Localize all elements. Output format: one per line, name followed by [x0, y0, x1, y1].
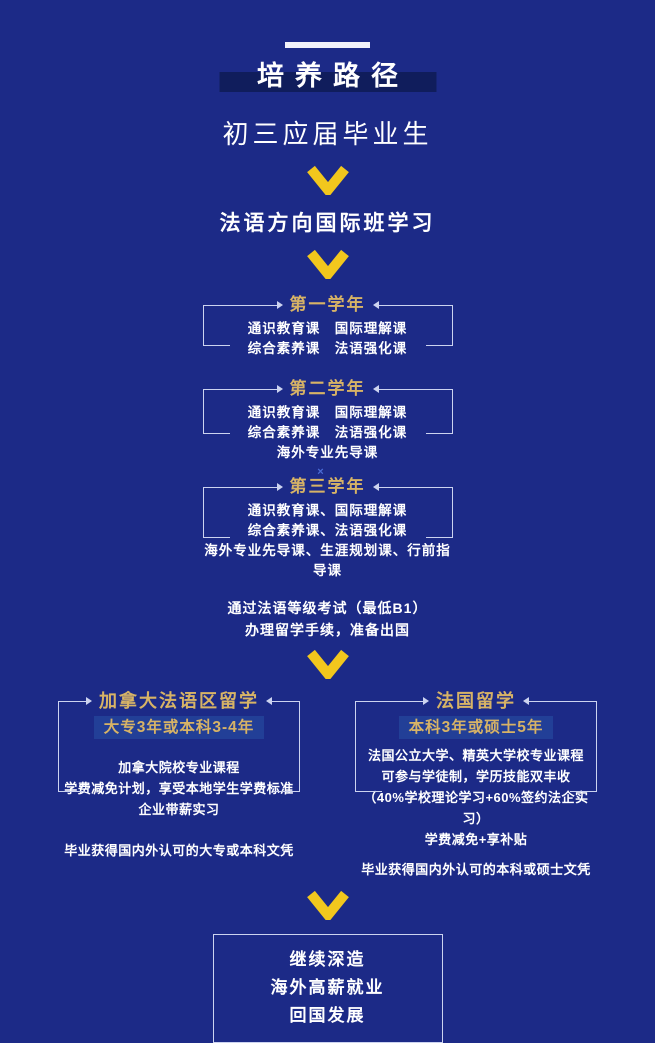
bracket-line	[378, 304, 453, 306]
arrowhead-left-icon	[372, 483, 379, 492]
destinations-row: 加拿大法语区留学 大专3年或本科3-4年 加拿大院校专业课程 学费减免计划，享受…	[0, 691, 655, 880]
course-line: 通识教育课 国际理解课	[247, 321, 408, 337]
final-outcome-line: 继续深造	[289, 950, 366, 970]
arrowhead-left-icon	[523, 697, 529, 706]
france-details: 法国公立大学、精英大学校专业课程 可参与学徒制，学历技能双丰收 （40%学校理论…	[355, 745, 597, 850]
course-line: 综合素养课 法语强化课	[247, 341, 408, 357]
year-2-courses: 通识教育课 国际理解课 综合素养课 法语强化课 海外专业先导课	[203, 403, 453, 463]
page-title: 培养路径	[257, 61, 409, 91]
canada-details: 加拿大院校专业课程 学费减免计划，享受本地学生学费标准 企业带薪实习	[58, 745, 300, 831]
flow-node-intl-class: 法语方向国际班学习	[219, 212, 436, 236]
course-line: 综合素养课、法语强化课	[247, 523, 408, 539]
course-line: 海外专业先导课	[276, 445, 379, 461]
detail-line: 企业带薪实习	[138, 801, 220, 817]
bracket-line	[202, 388, 277, 390]
canada-title: 加拿大法语区留学	[99, 691, 259, 712]
title-underlay-bar	[219, 72, 436, 93]
course-line: 综合素养课 法语强化课	[247, 425, 408, 441]
down-arrow-icon	[306, 250, 349, 280]
course-line: 通识教育课 国际理解课	[247, 405, 408, 421]
year-1-title: 第一学年	[289, 295, 366, 315]
detail-line: 学费减免计划，享受本地学生学费标准	[64, 780, 294, 796]
course-line: 海外专业先导课、生涯规划课、行前指导课	[204, 543, 451, 579]
destination-canada: 加拿大法语区留学 大专3年或本科3-4年 加拿大院校专业课程 学费减免计划，享受…	[58, 691, 300, 880]
year-1-courses: 通识教育课 国际理解课 综合素养课 法语强化课	[203, 319, 453, 359]
france-title: 法国留学	[436, 691, 516, 712]
stray-x-marker: ×	[317, 466, 324, 479]
year-box-2: 第二学年 通识教育课 国际理解课 综合素养课 法语强化课 海外专业先导课	[202, 379, 453, 463]
detail-line: 加拿大院校专业课程	[118, 759, 240, 775]
bracket-line	[202, 304, 277, 306]
year-2-header: 第二学年	[202, 379, 453, 399]
exam-note: 通过法语等级考试（最低B1） 办理留学手续，准备出国	[228, 597, 428, 641]
final-outcome-line: 回国发展	[289, 1006, 366, 1026]
france-flag-icon	[285, 42, 370, 48]
bracket-line	[58, 700, 86, 702]
year-3-title: 第三学年	[289, 477, 366, 497]
final-outcomes-box: 继续深造 海外高薪就业 回国发展	[212, 934, 443, 1043]
bracket-line	[529, 700, 597, 702]
canada-header: 加拿大法语区留学	[58, 691, 300, 711]
arrowhead-right-icon	[423, 697, 429, 706]
course-line: 通识教育课、国际理解课	[247, 503, 408, 519]
bracket-line	[378, 486, 453, 488]
year-2-title: 第二学年	[289, 379, 366, 399]
final-outcome-line: 海外高薪就业	[270, 978, 385, 998]
canada-duration-badge: 大专3年或本科3-4年	[93, 716, 265, 740]
exam-note-line: 办理留学手续，准备出国	[245, 622, 410, 639]
year-1-header: 第一学年	[202, 295, 453, 315]
down-arrow-icon	[306, 891, 349, 921]
down-arrow-icon	[306, 166, 349, 196]
bracket-line	[355, 700, 423, 702]
detail-line: （40%学校理论学习+60%签约法企实习）	[363, 790, 589, 827]
page-title-block: 培养路径	[219, 60, 436, 93]
detail-line: 学费减免+享补贴	[424, 832, 528, 848]
arrowhead-right-icon	[276, 385, 283, 394]
bracket-line	[272, 700, 300, 702]
exam-note-line: 通过法语等级考试（最低B1）	[227, 600, 428, 617]
flow-node-start: 初三应届毕业生	[222, 119, 433, 150]
bracket-line	[378, 388, 453, 390]
year-3-header: 第三学年	[202, 477, 453, 497]
arrowhead-right-icon	[276, 301, 283, 310]
france-outcome: 毕业获得国内外认可的本科或硕士文凭	[361, 862, 591, 878]
arrowhead-left-icon	[372, 385, 379, 394]
france-duration-badge: 本科3年或硕士5年	[398, 716, 554, 740]
year-3-courses: 通识教育课、国际理解课 综合素养课、法语强化课 海外专业先导课、生涯规划课、行前…	[203, 501, 453, 581]
detail-line: 法国公立大学、精英大学校专业课程	[367, 748, 584, 764]
arrowhead-left-icon	[266, 697, 272, 706]
destination-france: 法国留学 本科3年或硕士5年 法国公立大学、精英大学校专业课程 可参与学徒制，学…	[355, 691, 597, 880]
bracket-line	[202, 486, 277, 488]
canada-outcome: 毕业获得国内外认可的大专或本科文凭	[64, 843, 294, 859]
arrowhead-right-icon	[86, 697, 92, 706]
arrowhead-left-icon	[372, 301, 379, 310]
france-header: 法国留学	[355, 691, 597, 711]
year-box-1: 第一学年 通识教育课 国际理解课 综合素养课 法语强化课	[202, 295, 453, 359]
down-arrow-icon	[306, 650, 349, 680]
detail-line: 可参与学徒制，学历技能双丰收	[381, 769, 571, 785]
arrowhead-right-icon	[276, 483, 283, 492]
year-box-3: 第三学年 通识教育课、国际理解课 综合素养课、法语强化课 海外专业先导课、生涯规…	[202, 477, 453, 581]
